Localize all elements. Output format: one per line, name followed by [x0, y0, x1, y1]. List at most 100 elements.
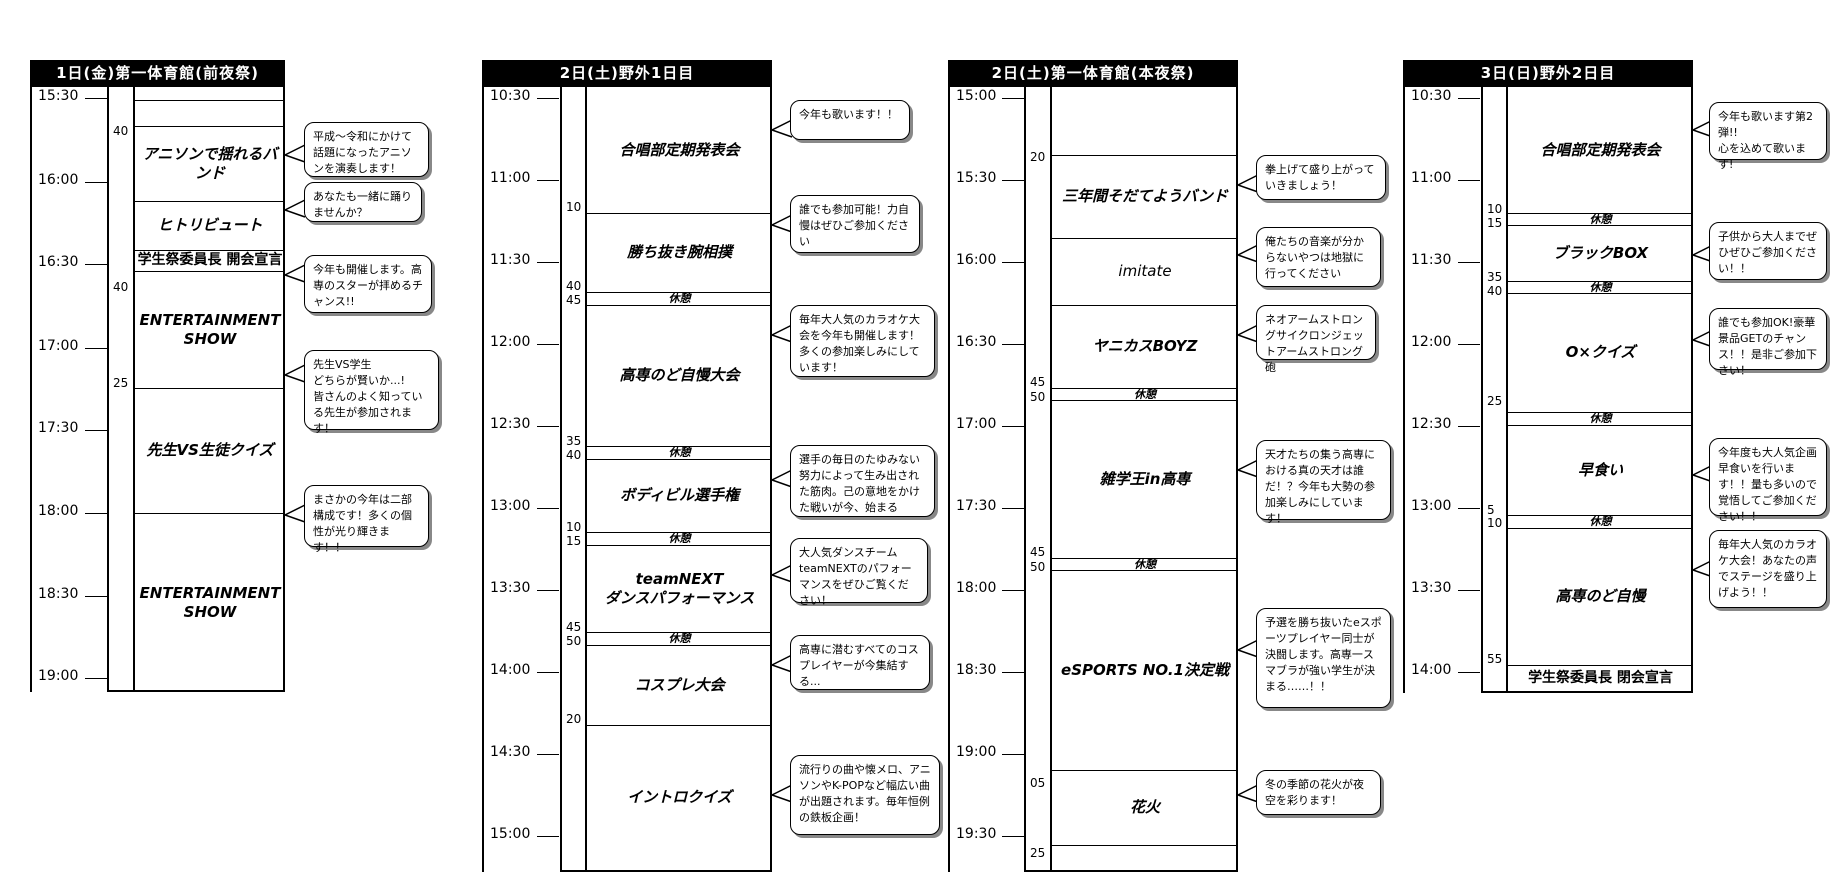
minute-label: 40	[113, 280, 129, 294]
event-block: 休憩	[668, 532, 691, 545]
time-label: 14:00	[1411, 662, 1452, 678]
event-block: imitate	[1118, 262, 1172, 280]
speech-bubble: 誰でも参加OK!豪華景品GETのチャンス！！是非ご参加下さい！	[1709, 308, 1827, 377]
minute-label: 20	[566, 712, 582, 726]
event-block: 休憩	[668, 446, 691, 459]
speech-bubble: 毎年大人気のカラオケ大会を今年も開催します！多くの参加楽しみにしています！	[790, 305, 935, 377]
minute-label: 20	[1030, 150, 1046, 164]
event-block: 休憩	[1589, 515, 1612, 528]
event-block: 花火	[1129, 798, 1160, 816]
time-label: 18:00	[38, 503, 79, 519]
speech-bubble: 今年も開催します。高専のスターが拝めるチャンス!!	[304, 255, 432, 313]
event-block: 高専のど自慢	[1555, 587, 1646, 605]
time-label: 15:00	[490, 826, 531, 842]
event-block: 休憩	[1134, 387, 1156, 401]
minute-label: 15	[566, 534, 582, 548]
time-label: 19:30	[956, 826, 997, 842]
time-label: 12:30	[490, 416, 531, 432]
speech-bubble: 今年度も大人気企画早食いを行います！！量も多いので覚悟してご参加ください！！	[1709, 438, 1827, 523]
time-label: 13:30	[1411, 580, 1452, 596]
minute-label: 40	[566, 448, 582, 462]
event-block: 休憩	[668, 292, 691, 305]
time-label: 16:30	[956, 334, 997, 350]
speech-bubble: 天才たちの集う高専における真の天才は誰だ！？今年も大勢の参加楽しみにしています！	[1256, 440, 1391, 525]
time-label: 11:30	[490, 252, 531, 268]
event-block: 早食い	[1577, 460, 1623, 479]
event-block: teamNEXT ダンスパフォーマンス	[604, 569, 755, 607]
time-label: 16:00	[38, 172, 79, 188]
time-label: 15:00	[956, 88, 997, 104]
column-header: 1日(金)第一体育館(前夜祭)	[30, 60, 285, 87]
minute-label: 35	[1487, 270, 1503, 284]
event-block: 学生祭委員長 閉会宣言	[1528, 669, 1673, 686]
time-label: 10:30	[1411, 88, 1452, 104]
event-block: 休憩	[1589, 212, 1612, 226]
minute-label: 10	[566, 200, 582, 214]
event-block: 合唱部定期発表会	[1540, 140, 1661, 159]
speech-bubble: まさかの今年は二部構成です！多くの個性が光り輝きます！！	[304, 485, 429, 554]
time-label: 16:00	[956, 252, 997, 268]
minute-label: 50	[566, 634, 582, 648]
speech-bubble: あなたも一緒に踊りませんか？	[304, 182, 422, 222]
speech-bubble: 拳上げて盛り上がっていきましょう！	[1256, 155, 1386, 200]
time-label: 15:30	[956, 170, 997, 186]
column-header: 3日(日)野外2日目	[1403, 60, 1693, 87]
speech-bubble: 高専に潜むすべてのコスプレイヤーが今集結する...	[790, 635, 930, 690]
time-label: 19:00	[38, 668, 79, 684]
minute-label: 25	[1030, 846, 1046, 860]
time-label: 18:00	[956, 580, 997, 596]
time-label: 18:30	[956, 662, 997, 678]
minute-label: 40	[1487, 284, 1503, 298]
time-label: 17:30	[956, 498, 997, 514]
speech-bubble: ネオアームストロングサイクロンジェットアームストロング砲	[1256, 305, 1376, 374]
time-label: 17:00	[956, 416, 997, 432]
time-label: 11:00	[1411, 170, 1452, 186]
time-label: 10:30	[490, 88, 531, 104]
minute-label: 35	[566, 434, 582, 448]
bubble-tail	[283, 144, 306, 163]
event-block: イントロクイズ	[627, 788, 732, 806]
event-block: 先生VS生徒クイズ	[146, 441, 274, 459]
event-block: 休憩	[1134, 557, 1156, 571]
time-label: 15:30	[38, 88, 79, 104]
event-block: 合唱部定期発表会	[619, 140, 740, 159]
speech-bubble: 冬の季節の花火が夜空を彩ります！	[1256, 770, 1381, 815]
column-header: 2日(土)野外1日目	[482, 60, 772, 87]
minute-label: 50	[1030, 560, 1046, 574]
event-block: アニソンで揺れるバンド	[142, 144, 278, 182]
minute-label: 10	[566, 520, 582, 534]
speech-bubble: 今年も歌います第2弾!! 心を込めて歌います!	[1709, 102, 1827, 171]
event-block: コスプレ大会	[634, 675, 725, 694]
minute-label: 50	[1030, 390, 1046, 404]
column-header: 2日(土)第一体育館(本夜祭)	[948, 60, 1238, 87]
speech-bubble: 平成～令和にかけて話題になったアニソンを演奏します！	[304, 122, 429, 177]
time-label: 18:30	[38, 586, 79, 602]
speech-bubble: 予選を勝ち抜いたeスポーツプレイヤー同士が決闘します。高専一スマブラが強い学生が…	[1256, 608, 1391, 708]
time-label: 17:30	[38, 420, 79, 436]
minute-label: 45	[1030, 545, 1046, 559]
time-label: 13:30	[490, 580, 531, 596]
minute-label: 10	[1487, 202, 1503, 216]
speech-bubble: 大人気ダンスチームteamNEXTのパフォーマンスをぜひご覧ください！	[790, 538, 928, 607]
time-label: 12:30	[1411, 416, 1452, 432]
minute-label: 25	[1487, 394, 1503, 408]
event-block: ヤニカスBOYZ	[1092, 337, 1198, 355]
speech-bubble: 先生VS学生 どちらが賢いか...! 皆さんのよく知っている先生が参加されます！	[304, 350, 439, 435]
event-block: 雑学王in高専	[1099, 469, 1191, 488]
time-label: 13:00	[490, 498, 531, 514]
minute-label: 55	[1487, 652, 1503, 666]
speech-bubble: 選手の毎日のたゆみない努力によって生み出された筋肉。己の意地をかけた戦いが今、始…	[790, 445, 935, 517]
time-label: 12:00	[1411, 334, 1452, 350]
event-block: O×クイズ	[1565, 343, 1636, 361]
event-block: ENTERTAINMENT SHOW	[139, 583, 281, 621]
minute-label: 05	[1030, 776, 1046, 790]
event-block: eSPORTS NO.1決定戦	[1061, 660, 1229, 679]
time-label: 14:30	[490, 744, 531, 760]
speech-bubble: 子供から大人までぜひぜひご参加ください！！	[1709, 222, 1827, 280]
event-block: 勝ち抜き腕相撲	[626, 243, 732, 261]
event-block: ボディビル選手権	[620, 486, 739, 504]
time-axis	[30, 85, 109, 692]
event-block: 学生祭委員長 開会宣言	[137, 252, 283, 268]
time-label: 11:00	[490, 170, 531, 186]
minute-label: 5	[1487, 503, 1495, 517]
